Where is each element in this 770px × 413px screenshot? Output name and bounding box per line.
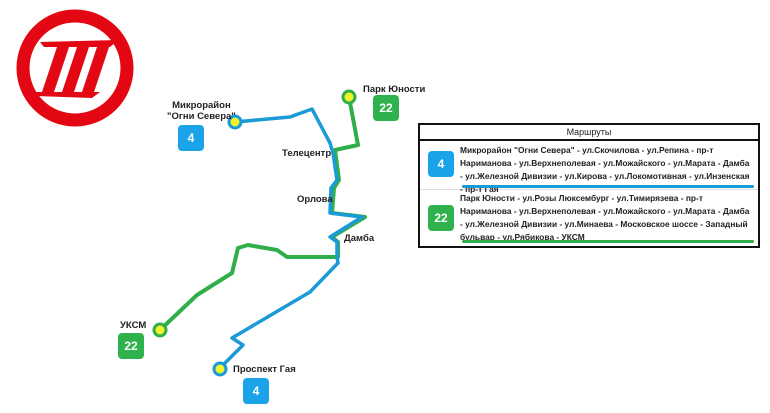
stop-uksm[interactable]	[152, 322, 168, 338]
routes-legend: Маршруты 4 Микрорайон "Огни Севера" - ул…	[418, 123, 760, 248]
route-22-underline	[462, 240, 754, 243]
route-badge-4: 4	[178, 125, 204, 151]
route-4-line	[218, 107, 364, 370]
legend-route-4: 4 Микрорайон "Огни Севера" - ул.Скочилов…	[420, 141, 758, 194]
route-badge-22: 22	[428, 205, 454, 231]
stop-markers	[152, 89, 357, 377]
route-description: Микрорайон "Огни Севера" - ул.Скочилова …	[460, 145, 750, 194]
route-badge-22: 22	[118, 333, 144, 359]
stop-label-telecentr: Телецентр	[282, 148, 332, 159]
stop-prospekt-gaya[interactable]	[212, 361, 228, 377]
route-4-underline	[462, 185, 754, 188]
legend-route-22: 22 Парк Юности - ул.Розы Люксембург - ул…	[420, 191, 758, 244]
stop-ogni-severa[interactable]	[227, 114, 243, 130]
route-badge-4: 4	[428, 151, 454, 177]
stop-label-damba: Дамба	[344, 233, 375, 244]
stop-park-yunosti[interactable]	[341, 89, 357, 105]
route-badge-22: 22	[373, 95, 399, 121]
route-description: Парк Юности - ул.Розы Люксембург - ул.Ти…	[460, 193, 750, 242]
stop-label-prospekt-gaya: Проспект Гая	[233, 364, 296, 375]
stop-label-orlova: Орлова	[297, 194, 333, 205]
stop-label-ogni-severa: Микрорайон "Огни Севера"	[167, 100, 236, 122]
legend-title: Маршруты	[420, 125, 758, 141]
stop-label-park-yunosti: Парк Юности	[363, 84, 426, 95]
stop-label-uksm: УКСМ	[120, 320, 147, 331]
logo	[16, 9, 134, 127]
route-badge-4: 4	[243, 378, 269, 404]
